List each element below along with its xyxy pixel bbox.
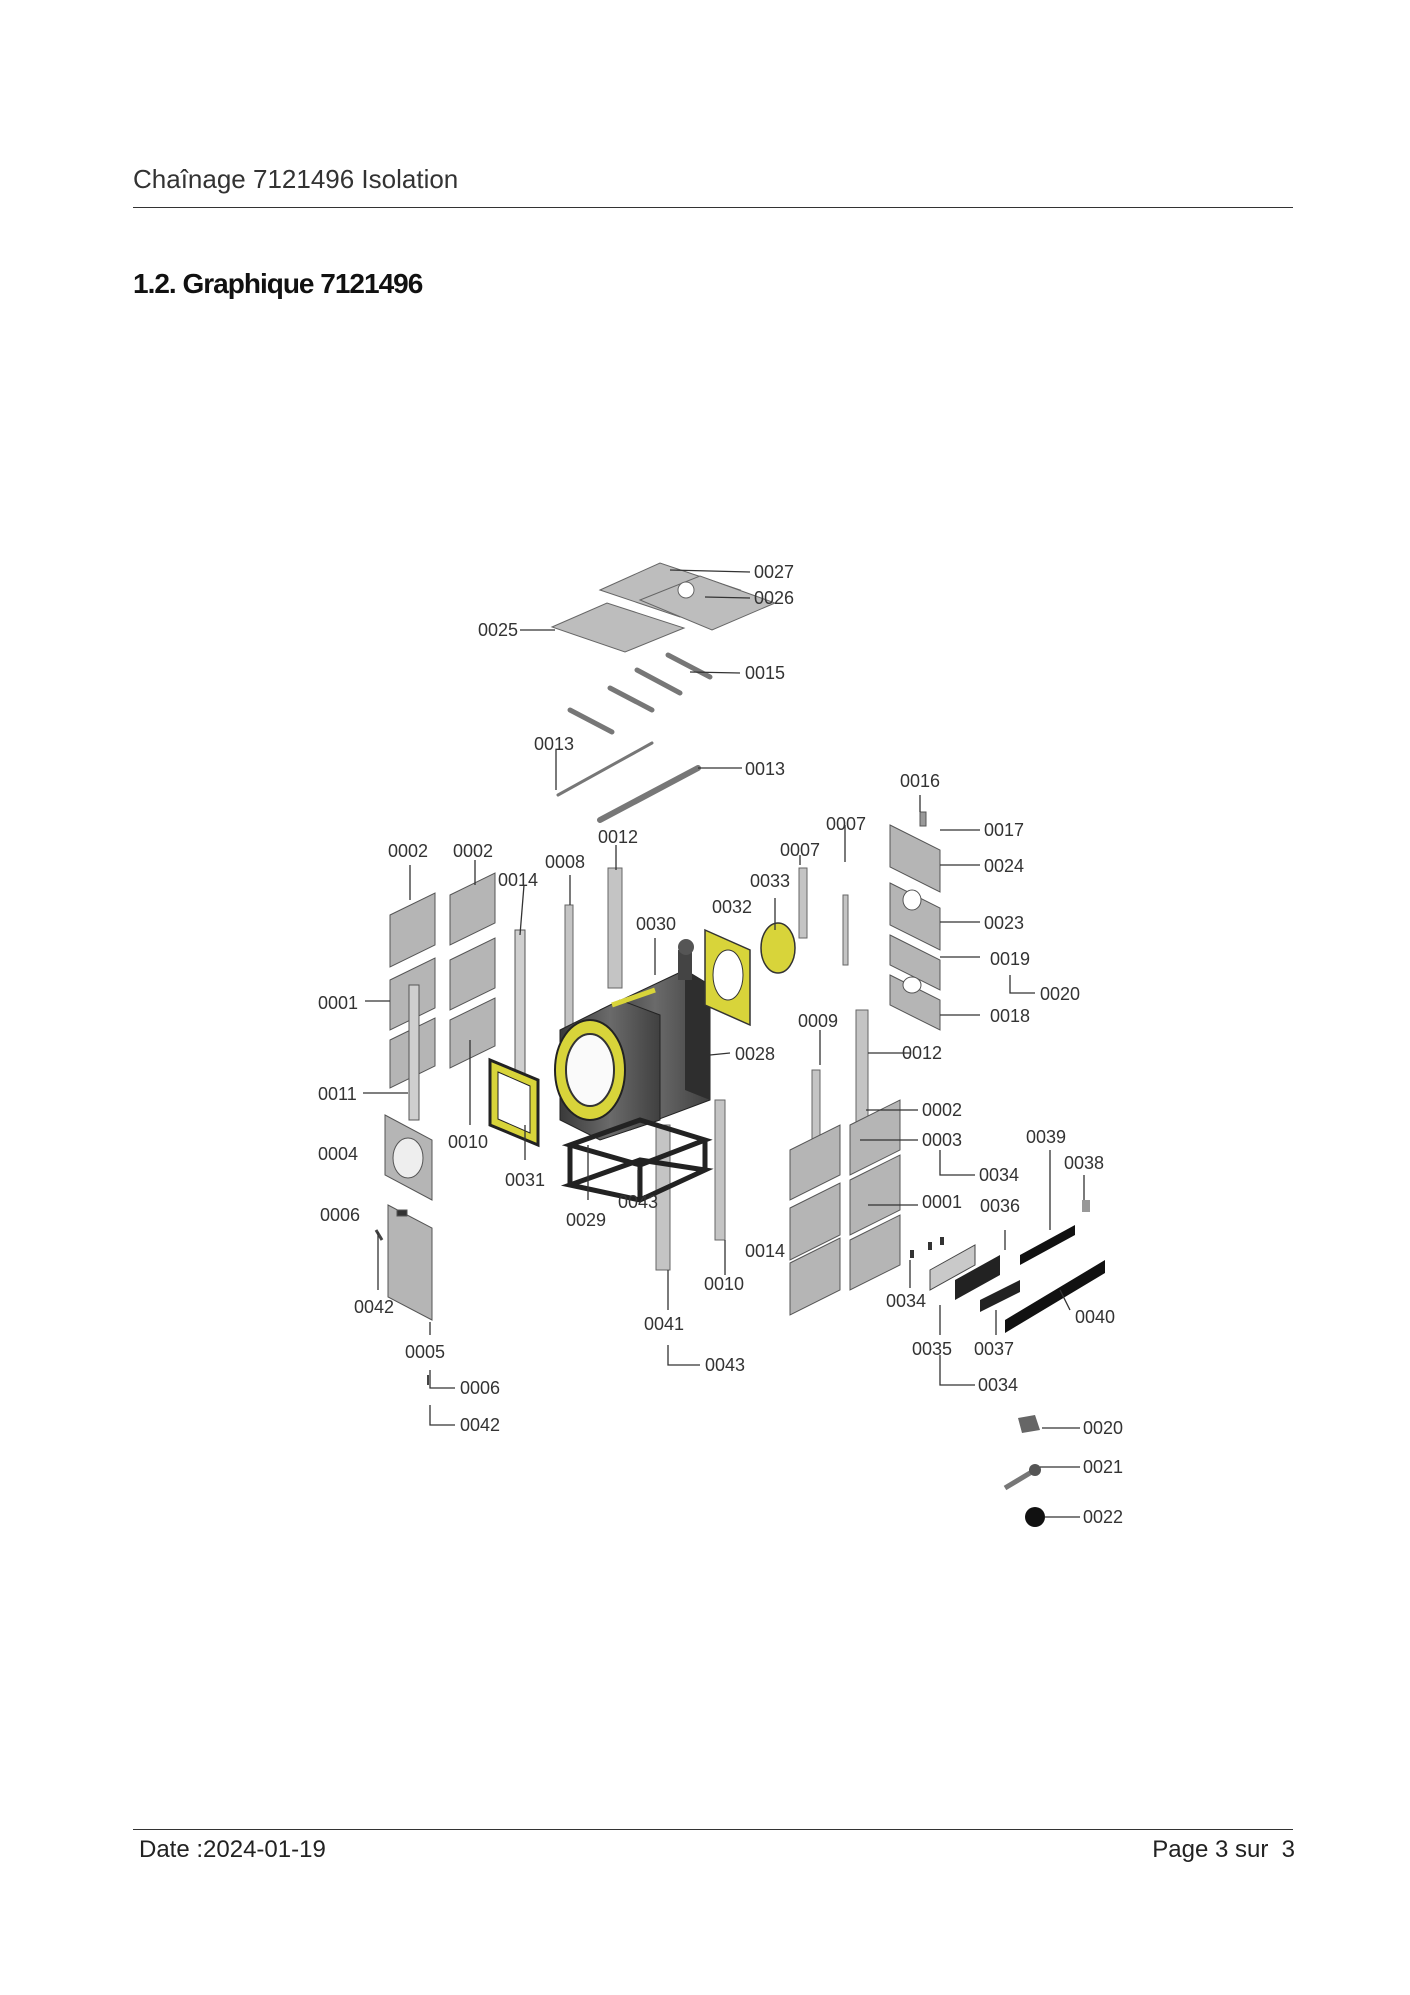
footer-page-number: Page 3 sur 3 bbox=[1152, 1836, 1295, 1863]
callout-0007-top: 0007 bbox=[826, 814, 866, 834]
callout-0002-left: 0002 bbox=[388, 841, 428, 861]
right-hardware-strips bbox=[910, 1200, 1105, 1333]
callout-labels: 0027 0026 0025 0015 0013 0013 0016 0017 … bbox=[318, 562, 1123, 1527]
callout-0018: 0018 bbox=[990, 1006, 1030, 1026]
callout-0010-left: 0010 bbox=[448, 1132, 488, 1152]
callout-0040: 0040 bbox=[1075, 1307, 1115, 1327]
callout-0005: 0005 bbox=[405, 1342, 445, 1362]
callout-0043-bottom: 0043 bbox=[705, 1355, 745, 1375]
callout-0032: 0032 bbox=[712, 897, 752, 917]
callout-0030: 0030 bbox=[636, 914, 676, 934]
callout-0042-lower: 0042 bbox=[460, 1415, 500, 1435]
left-insulation-panels bbox=[384, 872, 526, 1321]
callout-0012-top: 0012 bbox=[598, 827, 638, 847]
callout-0038: 0038 bbox=[1064, 1153, 1104, 1173]
callout-0025: 0025 bbox=[478, 620, 518, 640]
footer-divider bbox=[133, 1829, 1293, 1830]
callout-0014-left: 0014 bbox=[498, 870, 538, 890]
callout-0034-bottom: 0034 bbox=[978, 1375, 1018, 1395]
callout-0006-lower: 0006 bbox=[460, 1378, 500, 1398]
callout-0026: 0026 bbox=[754, 588, 794, 608]
right-insulation-panels bbox=[789, 1099, 901, 1316]
callout-0034-mid: 0034 bbox=[886, 1291, 926, 1311]
callout-0027: 0027 bbox=[754, 562, 794, 582]
callout-0021: 0021 bbox=[1083, 1457, 1123, 1477]
callout-0007-mid: 0007 bbox=[780, 840, 820, 860]
document-header-title: Chaînage 7121496 Isolation bbox=[133, 164, 459, 194]
yellow-ring-and-disc bbox=[704, 922, 796, 1027]
callout-0019: 0019 bbox=[990, 949, 1030, 969]
callout-0034-top: 0034 bbox=[979, 1165, 1019, 1185]
callout-0008: 0008 bbox=[545, 852, 585, 872]
callout-0015: 0015 bbox=[745, 663, 785, 683]
callout-0028: 0028 bbox=[735, 1044, 775, 1064]
callout-0031: 0031 bbox=[505, 1170, 545, 1190]
section-title: 1.2. Graphique 7121496 bbox=[133, 268, 423, 299]
callout-0002-mid: 0002 bbox=[453, 841, 493, 861]
callout-0014-right: 0014 bbox=[745, 1241, 785, 1261]
vertical-posts bbox=[564, 867, 869, 1271]
callout-0013-left: 0013 bbox=[534, 734, 574, 754]
header-divider bbox=[133, 207, 1293, 208]
callout-0039: 0039 bbox=[1026, 1127, 1066, 1147]
callout-0011: 0011 bbox=[318, 1084, 357, 1104]
leader-lines bbox=[363, 569, 1085, 1518]
callout-0004: 0004 bbox=[318, 1144, 358, 1164]
callout-0013-right: 0013 bbox=[745, 759, 785, 779]
callout-0037: 0037 bbox=[974, 1339, 1014, 1359]
callout-0016: 0016 bbox=[900, 771, 940, 791]
callout-0029: 0029 bbox=[566, 1210, 606, 1230]
callout-0006-upper: 0006 bbox=[320, 1205, 360, 1225]
callout-0042-upper: 0042 bbox=[354, 1297, 394, 1317]
callout-0033: 0033 bbox=[750, 871, 790, 891]
callout-0003: 0003 bbox=[922, 1130, 962, 1150]
small-fittings bbox=[374, 1229, 1045, 1527]
callout-0036: 0036 bbox=[980, 1196, 1020, 1216]
left-sealing-frame bbox=[488, 1057, 540, 1148]
top-rails bbox=[556, 652, 713, 823]
callout-0035: 0035 bbox=[912, 1339, 952, 1359]
callout-0043-mid: 0043 bbox=[618, 1192, 658, 1212]
callout-0009: 0009 bbox=[798, 1011, 838, 1031]
callout-0010-right: 0010 bbox=[704, 1274, 744, 1294]
boiler-body bbox=[554, 939, 714, 1203]
callout-0002-right: 0002 bbox=[922, 1100, 962, 1120]
callout-0024: 0024 bbox=[984, 856, 1024, 876]
callout-0041: 0041 bbox=[644, 1314, 684, 1334]
callout-0001-left: 0001 bbox=[318, 993, 358, 1013]
right-rear-panels bbox=[889, 811, 941, 1031]
callout-0012-right: 0012 bbox=[902, 1043, 942, 1063]
callout-0020-top: 0020 bbox=[1040, 984, 1080, 1004]
callout-0023: 0023 bbox=[984, 913, 1024, 933]
callout-0017: 0017 bbox=[984, 820, 1024, 840]
callout-0020-bottom: 0020 bbox=[1083, 1418, 1123, 1438]
callout-0022: 0022 bbox=[1083, 1507, 1123, 1527]
top-cover-plates bbox=[550, 562, 777, 653]
callout-0001-right: 0001 bbox=[922, 1192, 962, 1212]
footer-date: Date :2024-01-19 bbox=[139, 1836, 326, 1863]
